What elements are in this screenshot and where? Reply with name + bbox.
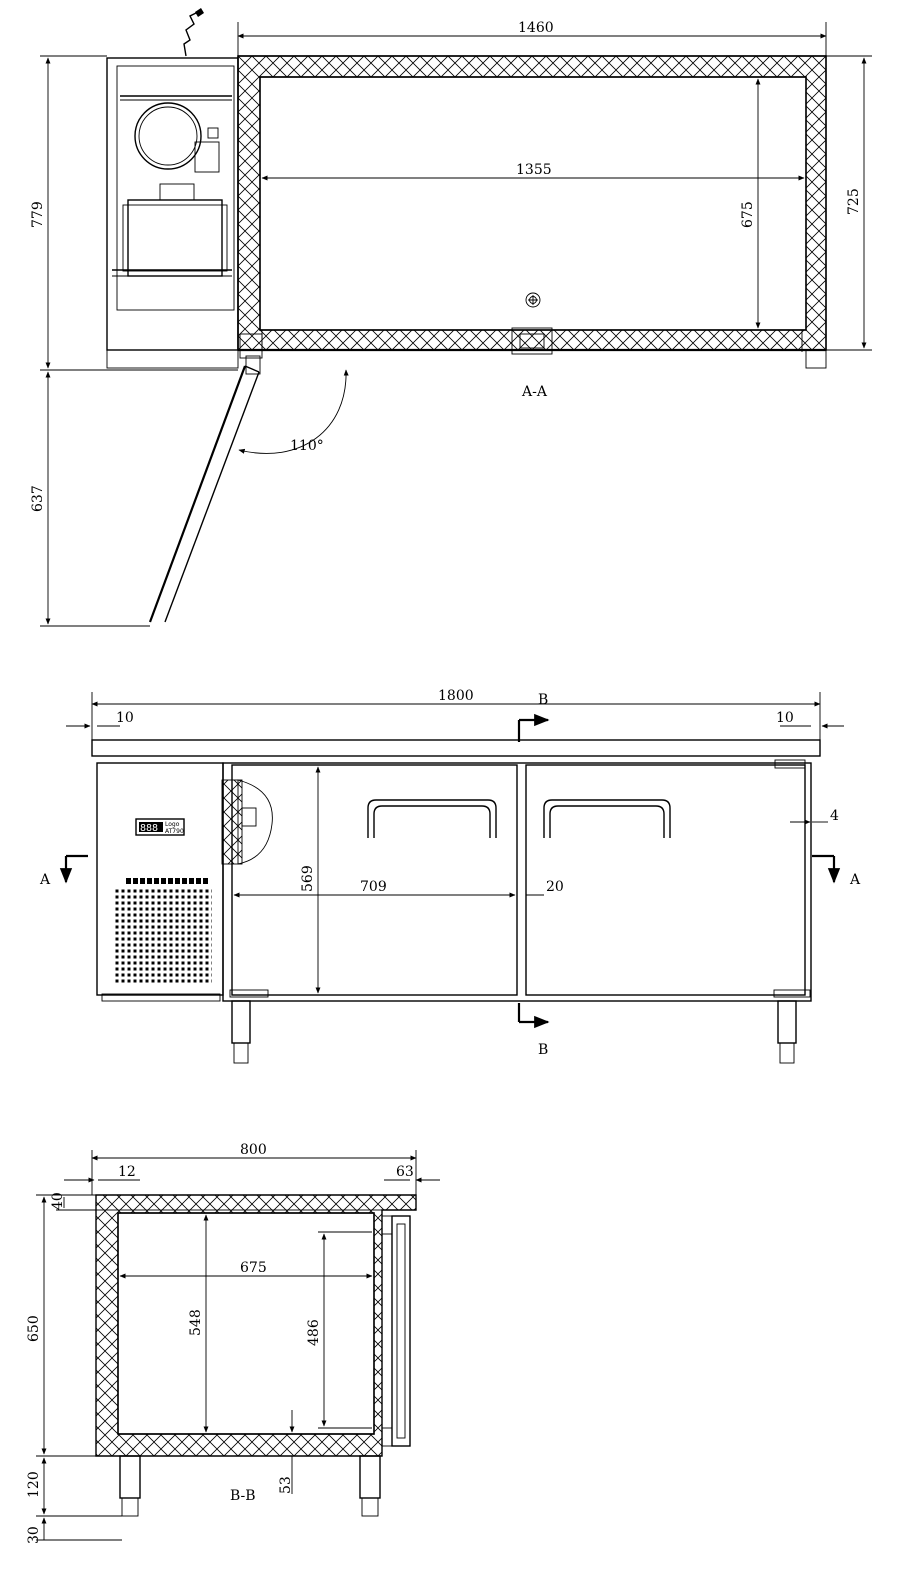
grille-slot xyxy=(189,878,194,884)
dim-side-gap: 4 xyxy=(830,808,839,824)
controller-brand: Logo xyxy=(165,821,180,828)
svg-text:888: 888 xyxy=(140,823,158,834)
cut-b-top-label: B xyxy=(538,692,548,708)
section-view: B-B 800 12 63 40 650 548 675 xyxy=(26,1142,440,1544)
door-swing-arc xyxy=(238,369,349,454)
cut-b-bottom-label: B xyxy=(538,1042,548,1058)
dim-door-width: 709 xyxy=(360,879,387,895)
plan-compressor-unit xyxy=(106,8,239,369)
door-angle-label: 110° xyxy=(290,438,324,454)
plan-cabinet-body xyxy=(237,55,827,369)
grille-slot xyxy=(154,878,159,884)
dim-inner-depth: 675 xyxy=(740,201,756,228)
plan-hinges xyxy=(239,292,553,375)
section-legs xyxy=(119,1455,381,1517)
grille-slot xyxy=(126,878,131,884)
worktop xyxy=(91,739,821,757)
dim-total-depth: 779 xyxy=(30,201,46,228)
grille-slot xyxy=(168,878,173,884)
dim-overall-width: 1460 xyxy=(518,20,554,36)
temperature-controller: 888 Logo AT790 xyxy=(135,818,185,836)
dim-overhang-left: 10 xyxy=(116,710,134,726)
left-door xyxy=(231,764,518,996)
dim-bottom-gap: 53 xyxy=(278,1476,294,1494)
dim-inner-width: 1355 xyxy=(516,162,552,178)
dim-cabinet-height: 650 xyxy=(26,1315,42,1342)
dim-door-swing: 637 xyxy=(30,485,46,512)
dim-door-height: 569 xyxy=(300,865,316,892)
dim-body-depth: 725 xyxy=(846,188,862,215)
grille-slot xyxy=(133,878,138,884)
front-dimensions: 1800 10 10 569 709 20 4 xyxy=(66,688,844,994)
front-view: 888 Logo AT790 xyxy=(39,688,861,1064)
ventilation-grille xyxy=(114,878,212,984)
section-door xyxy=(381,1215,411,1447)
grille-slot xyxy=(140,878,145,884)
dim-back-offset: 12 xyxy=(118,1164,136,1180)
dim-front-offset: 63 xyxy=(396,1164,414,1180)
plan-dimensions: 1460 1355 675 725 779 637 xyxy=(30,20,872,627)
front-legs xyxy=(231,1000,797,1064)
dim-door-gap: 20 xyxy=(546,879,564,895)
dim-overhang-right: 10 xyxy=(776,710,794,726)
dim-section-inner-depth: 675 xyxy=(240,1260,267,1276)
grille-slot xyxy=(175,878,180,884)
dim-leg-height: 120 xyxy=(26,1471,42,1498)
cut-a-right-label: A xyxy=(849,872,861,888)
grille-slot xyxy=(161,878,166,884)
grille-slot xyxy=(196,878,201,884)
dim-inner-height: 548 xyxy=(188,1309,204,1336)
right-door-handle xyxy=(543,799,671,838)
grille-slot xyxy=(182,878,187,884)
right-door xyxy=(525,764,806,996)
drain-icon xyxy=(525,292,541,308)
dim-section-depth: 800 xyxy=(240,1142,267,1158)
section-a-a-label: A-A xyxy=(521,384,548,400)
cutaway-detail xyxy=(221,779,273,865)
grille-slot xyxy=(147,878,152,884)
dim-foot-height: 30 xyxy=(26,1526,42,1544)
dim-front-width: 1800 xyxy=(438,688,474,704)
front-cabinet-body xyxy=(222,762,812,1002)
dim-door-opening: 486 xyxy=(306,1319,322,1346)
section-b-b-label: B-B xyxy=(230,1488,256,1504)
section-dimensions: 800 12 63 40 650 548 675 486 53 xyxy=(26,1142,440,1544)
left-door-handle xyxy=(367,799,497,838)
plan-open-door xyxy=(148,365,260,623)
section-markers: B B A A xyxy=(39,692,861,1058)
section-cabinet-body xyxy=(95,1194,417,1457)
dim-top-thickness: 40 xyxy=(50,1192,66,1210)
grille-slot xyxy=(203,878,208,884)
compressor-icon xyxy=(134,102,202,170)
power-cord-icon xyxy=(183,11,199,57)
controller-model: AT790 xyxy=(165,828,184,835)
plan-view: 110° 1460 1355 675 725 779 xyxy=(30,8,872,627)
cut-a-left-label: A xyxy=(39,872,51,888)
